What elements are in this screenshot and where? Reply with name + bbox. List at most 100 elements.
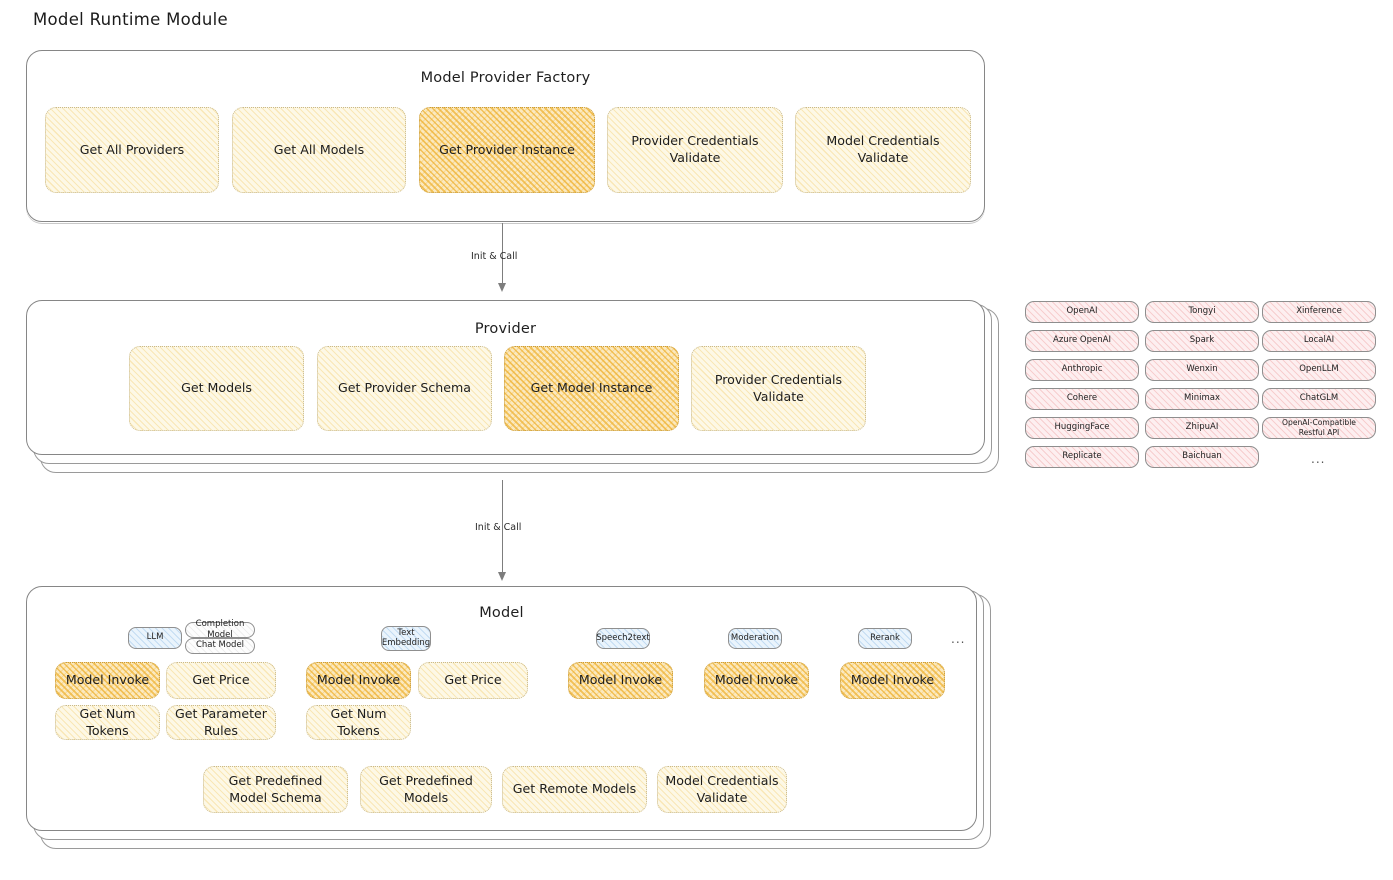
model-op-text-embedding-model-invoke[interactable]: Model Invoke xyxy=(306,662,411,699)
model-type-chip-rerank[interactable]: Rerank xyxy=(858,628,912,649)
model-op-text-embedding-get-price[interactable]: Get Price xyxy=(418,662,528,699)
model-common-op-label: Get Predefined Model Schema xyxy=(228,772,323,805)
provider-chip-wenxin[interactable]: Wenxin xyxy=(1145,359,1259,381)
model-op-label: Get Parameter Rules xyxy=(175,705,267,738)
arrow-2-label: Init & Call xyxy=(475,522,522,533)
model-op-label: Model Invoke xyxy=(578,672,663,688)
provider-panel-title: Provider xyxy=(474,321,537,337)
factory-box-model-credentials-validate[interactable]: Model Credentials Validate xyxy=(795,107,971,193)
provider-chip-cohere[interactable]: Cohere xyxy=(1025,388,1139,410)
factory-box-provider-credentials-validate[interactable]: Provider Credentials Validate xyxy=(607,107,783,193)
model-op-rerank-model-invoke[interactable]: Model Invoke xyxy=(840,662,945,699)
provider-chip-label: HuggingFace xyxy=(1054,422,1110,433)
model-op-label: Model Invoke xyxy=(65,672,150,688)
provider-chip-label: OpenAI xyxy=(1066,306,1098,317)
provider-chip-anthropic[interactable]: Anthropic xyxy=(1025,359,1139,381)
model-subtype-chip-completion-model[interactable]: Completion Model xyxy=(185,618,255,640)
model-op-llm-model-invoke[interactable]: Model Invoke xyxy=(55,662,160,699)
model-panel: Model xyxy=(26,586,977,831)
provider-chip-replicate[interactable]: Replicate xyxy=(1025,446,1139,468)
provider-chip-openai[interactable]: OpenAI xyxy=(1025,301,1139,323)
factory-box-label: Model Credentials Validate xyxy=(826,133,940,165)
factory-box-get-all-providers[interactable]: Get All Providers xyxy=(45,107,219,193)
model-type-chip-moderation[interactable]: Moderation xyxy=(728,628,782,649)
factory-box-get-provider-instance[interactable]: Get Provider Instance xyxy=(419,107,595,193)
provider-box-get-models[interactable]: Get Models xyxy=(129,346,304,431)
provider-box-get-model-instance[interactable]: Get Model Instance xyxy=(504,346,679,431)
provider-chip-openllm[interactable]: OpenLLM xyxy=(1262,359,1376,381)
provider-chip-label: OpenLLM xyxy=(1299,364,1339,375)
provider-chip-label: Minimax xyxy=(1184,393,1220,404)
model-op-speech2text-model-invoke[interactable]: Model Invoke xyxy=(568,662,673,699)
page-title: Model Runtime Module xyxy=(33,10,228,29)
model-op-llm-get-parameter-rules[interactable]: Get Parameter Rules xyxy=(166,705,276,740)
provider-chip-zhipuai[interactable]: ZhipuAI xyxy=(1145,417,1259,439)
provider-chip-label: Cohere xyxy=(1066,393,1098,404)
provider-chip-label: OpenAI-Compatible Restful API xyxy=(1282,417,1356,437)
provider-chip-baichuan[interactable]: Baichuan xyxy=(1145,446,1259,468)
model-panel-title: Model xyxy=(479,605,524,621)
model-common-op-get-predefined-models[interactable]: Get Predefined Models xyxy=(360,766,492,813)
arrow-1-line xyxy=(502,223,504,285)
provider-chip-localai[interactable]: LocalAI xyxy=(1262,330,1376,352)
provider-chip-openai-compatible-restful-api[interactable]: OpenAI-Compatible Restful API xyxy=(1262,417,1376,439)
provider-chip-tongyi[interactable]: Tongyi xyxy=(1145,301,1259,323)
factory-panel-title: Model Provider Factory xyxy=(420,70,591,86)
provider-chip-azure-openai[interactable]: Azure OpenAI xyxy=(1025,330,1139,352)
provider-chip-minimax[interactable]: Minimax xyxy=(1145,388,1259,410)
provider-chip-label: Tongyi xyxy=(1188,306,1216,317)
provider-chip-label: Baichuan xyxy=(1182,451,1222,462)
model-op-label: Get Num Tokens xyxy=(79,705,136,738)
model-common-op-label: Get Remote Models xyxy=(512,781,637,797)
model-op-moderation-model-invoke[interactable]: Model Invoke xyxy=(704,662,809,699)
factory-box-get-all-models[interactable]: Get All Models xyxy=(232,107,406,193)
model-op-label: Get Price xyxy=(192,672,250,688)
model-common-op-get-predefined-model-schema[interactable]: Get Predefined Model Schema xyxy=(203,766,348,813)
provider-chip-xinference[interactable]: Xinference xyxy=(1262,301,1376,323)
model-type-chip-text-embedding[interactable]: Text Embedding xyxy=(381,626,431,651)
arrow-1-head xyxy=(498,283,506,292)
provider-chip-label: ChatGLM xyxy=(1299,393,1339,404)
model-op-label: Model Invoke xyxy=(850,672,935,688)
model-type-label: Rerank xyxy=(870,632,900,643)
model-op-label: Get Num Tokens xyxy=(330,705,387,738)
model-subtype-label: Chat Model xyxy=(195,640,245,651)
provider-chip-label: Azure OpenAI xyxy=(1053,335,1111,346)
provider-chip-label: Wenxin xyxy=(1186,364,1218,375)
model-type-label: Moderation xyxy=(730,632,780,643)
model-subtype-label: Completion Model xyxy=(195,618,245,640)
provider-chip-label: Xinference xyxy=(1296,306,1342,317)
arrow-2-line xyxy=(502,480,504,575)
model-op-label: Model Invoke xyxy=(316,672,401,688)
arrow-1-label: Init & Call xyxy=(471,251,518,262)
provider-chip-label: Replicate xyxy=(1062,451,1102,462)
model-subtype-chip-chat-model[interactable]: Chat Model xyxy=(185,638,255,654)
model-type-chip-llm[interactable]: LLM xyxy=(128,627,182,649)
model-op-label: Model Invoke xyxy=(714,672,799,688)
model-type-label: Speech2text xyxy=(596,632,650,643)
provider-box-provider-credentials-validate[interactable]: Provider Credentials Validate xyxy=(691,346,866,431)
factory-box-label: Provider Credentials Validate xyxy=(631,133,759,165)
model-op-text-embedding-get-num-tokens[interactable]: Get Num Tokens xyxy=(306,705,411,740)
model-common-op-get-remote-models[interactable]: Get Remote Models xyxy=(502,766,647,813)
provider-list-more-ellipsis: ... xyxy=(1311,452,1326,466)
model-common-op-model-credentials-validate[interactable]: Model Credentials Validate xyxy=(657,766,787,813)
provider-chip-label: Spark xyxy=(1189,335,1215,346)
model-type-chip-speech2text[interactable]: Speech2text xyxy=(596,628,650,649)
provider-box-label: Get Models xyxy=(181,380,252,396)
model-type-label: LLM xyxy=(146,632,164,643)
provider-chip-chatglm[interactable]: ChatGLM xyxy=(1262,388,1376,410)
factory-box-label: Get All Providers xyxy=(79,141,185,157)
provider-box-label: Get Model Instance xyxy=(530,380,653,396)
provider-chip-huggingface[interactable]: HuggingFace xyxy=(1025,417,1139,439)
model-common-op-label: Model Credentials Validate xyxy=(665,772,779,805)
arrow-2-head xyxy=(498,572,506,581)
model-op-llm-get-price[interactable]: Get Price xyxy=(166,662,276,699)
provider-chip-label: Anthropic xyxy=(1061,364,1103,375)
factory-box-label: Get All Models xyxy=(273,141,365,157)
model-op-llm-get-num-tokens[interactable]: Get Num Tokens xyxy=(55,705,160,740)
provider-box-get-provider-schema[interactable]: Get Provider Schema xyxy=(317,346,492,431)
provider-chip-spark[interactable]: Spark xyxy=(1145,330,1259,352)
provider-chip-label: LocalAI xyxy=(1303,335,1335,346)
